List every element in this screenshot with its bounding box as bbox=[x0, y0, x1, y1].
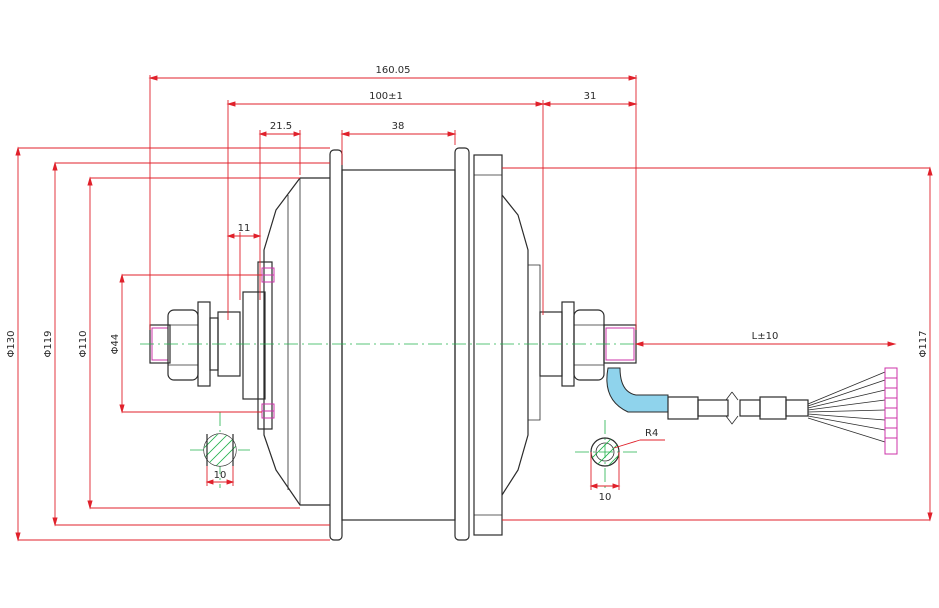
right-axle-section bbox=[590, 437, 620, 467]
dim-axle-span: 100±1 bbox=[369, 91, 403, 102]
dim-diameter-117: Φ117 bbox=[918, 331, 929, 358]
dim-right-section-radius: R4 bbox=[645, 428, 658, 439]
dim-diameter-110: Φ110 bbox=[78, 331, 89, 358]
dim-left-offset: 21.5 bbox=[270, 121, 292, 132]
dim-right-section-width: 10 bbox=[599, 492, 612, 503]
dim-overall-length: 160.05 bbox=[376, 65, 411, 76]
dimension-lines bbox=[15, 75, 933, 542]
dim-right-extension: 31 bbox=[584, 91, 597, 102]
dim-diameter-119: Φ119 bbox=[43, 331, 54, 358]
dim-left-step: 11 bbox=[238, 223, 251, 234]
dim-left-section-width: 10 bbox=[214, 470, 227, 481]
dim-diameter-44: Φ44 bbox=[110, 334, 121, 355]
right-axle bbox=[539, 301, 637, 387]
dim-body-width: 38 bbox=[392, 121, 405, 132]
hub-bolts bbox=[261, 267, 275, 419]
left-axle-section bbox=[203, 433, 237, 467]
connector-pins bbox=[884, 367, 898, 455]
dimension-labels: 160.05 100±1 31 21.5 38 11 L±10 Φ130 Φ11… bbox=[6, 65, 929, 503]
cable bbox=[606, 367, 898, 455]
motor-body bbox=[242, 147, 541, 541]
dim-cable-length: L±10 bbox=[752, 331, 779, 342]
dim-diameter-130: Φ130 bbox=[6, 331, 17, 358]
